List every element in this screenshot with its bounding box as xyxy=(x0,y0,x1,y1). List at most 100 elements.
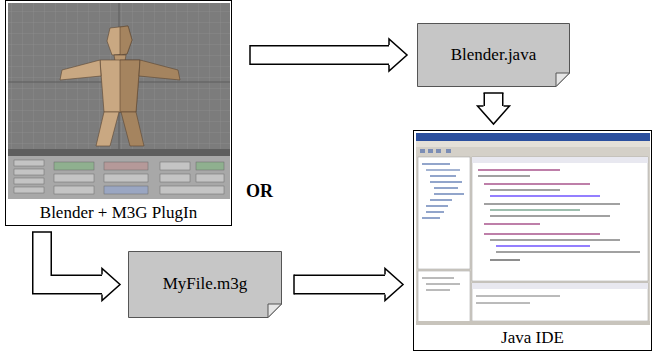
arrow-shaft-outline xyxy=(250,45,389,65)
illustration-part xyxy=(478,175,530,176)
arrow-tail xyxy=(249,45,251,65)
arrow-tail xyxy=(484,92,504,94)
illustration-part xyxy=(472,157,648,163)
folded-corner xyxy=(556,73,570,87)
arrow-head-fill xyxy=(385,269,403,301)
illustration-part xyxy=(416,133,650,325)
arrow-head xyxy=(478,106,510,124)
arrow-shaft-outline xyxy=(294,275,385,295)
arrow-head-fill xyxy=(102,269,120,301)
illustration-part xyxy=(416,141,650,147)
illustration-part xyxy=(121,112,144,146)
illustration-part xyxy=(436,149,441,153)
illustration-part xyxy=(422,163,450,164)
illustration-part xyxy=(104,186,148,194)
illustration-part xyxy=(484,233,600,234)
illustration-part xyxy=(476,303,530,304)
arrow-tail xyxy=(32,231,52,233)
illustration-part xyxy=(426,205,448,206)
illustration-part xyxy=(420,149,425,153)
arrow-head xyxy=(385,269,403,301)
document-shape: Blender.java xyxy=(417,23,570,87)
illustration-part xyxy=(426,169,460,170)
arrow-head-fill xyxy=(478,106,510,124)
illustration-part xyxy=(472,157,648,281)
illustration-part xyxy=(446,149,451,153)
document-body xyxy=(129,252,282,318)
illustration-part xyxy=(120,60,140,112)
illustration-part xyxy=(8,3,230,149)
illustration-part xyxy=(422,164,464,218)
caption: Blender + M3G PlugIn xyxy=(40,203,197,223)
illustration-part xyxy=(476,296,560,297)
arrow-shaft xyxy=(42,232,102,285)
illustration-part xyxy=(196,162,224,170)
illustration-part xyxy=(420,149,451,153)
illustration-part xyxy=(160,186,224,194)
illustration-part xyxy=(54,174,94,182)
illustration-part xyxy=(496,251,640,252)
illustration-part xyxy=(96,112,119,146)
arrow-shaft xyxy=(250,47,389,64)
arrow-shaft-outline xyxy=(42,232,102,285)
illustration-part xyxy=(426,211,444,212)
illustration-part xyxy=(196,174,224,182)
illustration-part xyxy=(430,199,452,200)
illustration-part xyxy=(120,26,132,55)
document-shape: MyFile.m3g xyxy=(128,251,282,318)
screenshot-box: Blender + M3G PlugIn xyxy=(5,0,232,226)
illustration-part xyxy=(416,133,650,141)
illustration-part xyxy=(107,26,132,55)
illustration-part xyxy=(416,147,650,155)
illustration-part xyxy=(484,203,620,204)
illustration-part xyxy=(478,169,560,170)
illustration-part xyxy=(418,271,470,323)
block-arrow xyxy=(32,232,120,301)
illustration-part xyxy=(104,174,148,182)
illustration-part xyxy=(484,223,540,224)
illustration-part xyxy=(476,296,560,303)
illustration-part xyxy=(472,283,648,321)
arrow-head xyxy=(102,269,120,301)
illustration-part xyxy=(14,160,44,166)
document-body xyxy=(418,24,570,87)
illustration-part xyxy=(490,215,610,216)
illustration-part xyxy=(54,186,94,194)
illustration-part xyxy=(422,217,440,218)
file-name: Blender.java xyxy=(451,45,536,65)
folded-corner xyxy=(268,304,282,318)
file-name: MyFile.m3g xyxy=(163,274,248,294)
illustration-part xyxy=(416,321,650,325)
illustration-part xyxy=(160,162,190,170)
screenshot-box: Java IDE xyxy=(413,130,652,351)
illustration-part xyxy=(8,3,230,149)
illustration-part xyxy=(490,195,600,196)
illustration-part xyxy=(428,149,433,153)
arrow-shaft xyxy=(294,276,385,293)
block-arrow xyxy=(294,269,403,301)
illustration-part xyxy=(426,284,460,285)
arrow-head-fill xyxy=(389,39,407,71)
illustration-part xyxy=(430,181,462,182)
illustration-part xyxy=(490,189,560,190)
illustration-part xyxy=(426,290,450,291)
arrow-shaft xyxy=(485,93,502,106)
illustration-part xyxy=(160,174,190,182)
block-arrow xyxy=(478,93,510,124)
illustration-part xyxy=(104,162,148,170)
arrow-tail xyxy=(293,275,295,295)
block-arrow xyxy=(250,39,407,71)
illustration-part xyxy=(8,3,230,199)
illustration-part xyxy=(434,193,464,194)
illustration-part xyxy=(14,169,44,175)
illustration-part xyxy=(496,245,590,246)
illustration-part xyxy=(430,175,456,176)
illustration-part xyxy=(490,259,520,260)
arrow-head xyxy=(389,39,407,71)
blender-screenshot xyxy=(8,3,230,199)
figure xyxy=(60,26,180,146)
illustration-part xyxy=(484,183,590,184)
illustration-part xyxy=(8,156,230,199)
illustration-part xyxy=(14,178,44,184)
